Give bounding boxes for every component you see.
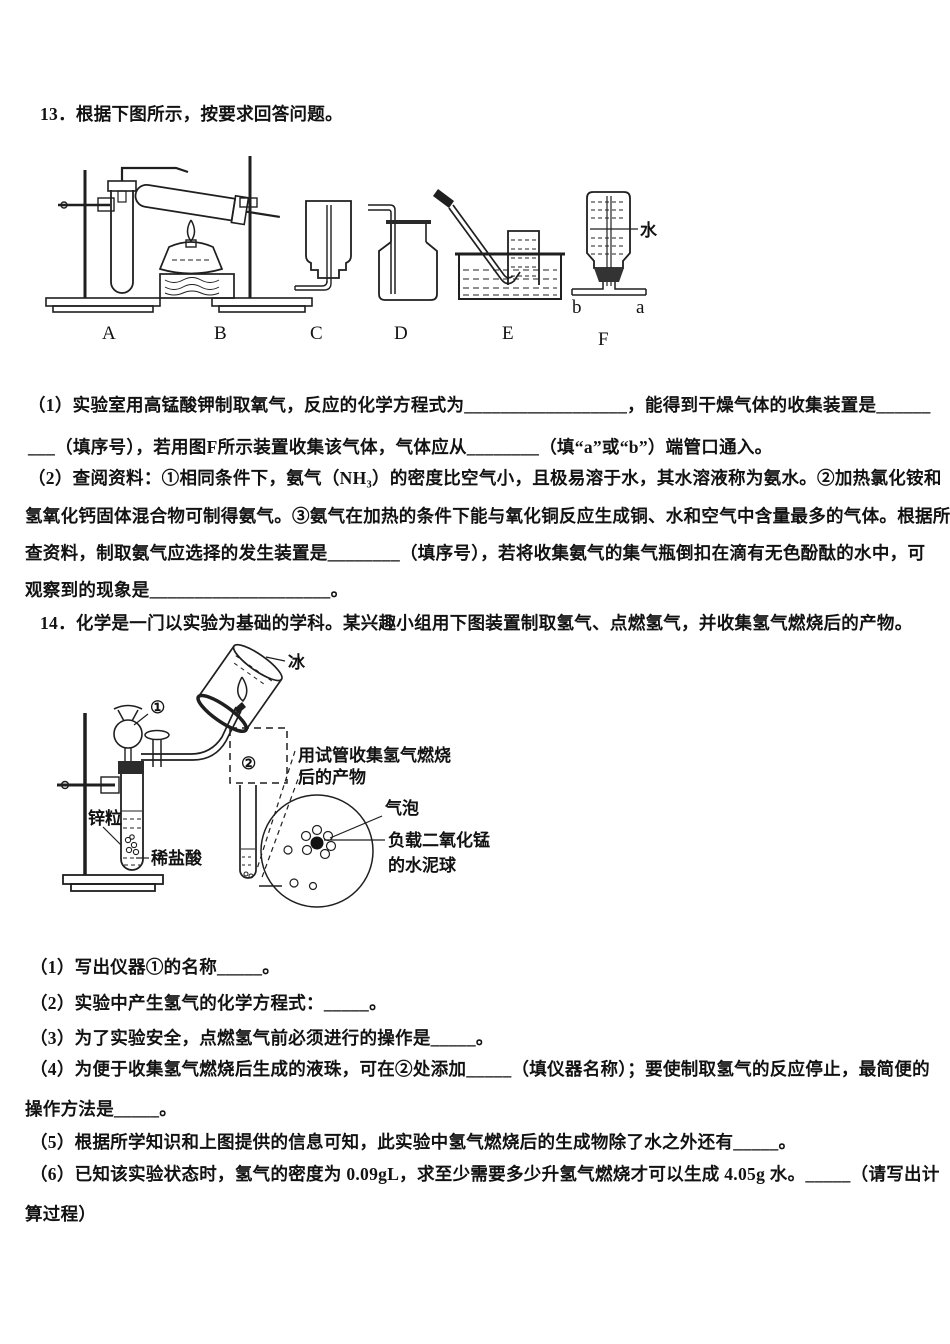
apparatus-a-label: A xyxy=(102,323,117,344)
q14-part6-line2: 算过程） xyxy=(25,1204,97,1224)
q14-part2: （2）实验中产生氢气的化学方程式：_____。 xyxy=(30,993,387,1013)
apparatus-d-label: D xyxy=(394,323,409,344)
apparatus-c-label: C xyxy=(310,323,324,344)
generator-tube-diagram xyxy=(118,761,144,871)
q14-title: 14．化学是一门以实验为基础的学科。某兴趣小组用下图装置制取氢气、点燃氢气，并收… xyxy=(40,613,913,633)
mno2-ball xyxy=(310,836,324,850)
bubbles-label: 气泡 xyxy=(384,798,419,818)
iron-stand-diagram xyxy=(57,713,164,892)
q14-part5: （5）根据所学知识和上图提供的信息可知，此实验中氢气燃烧后的生成物除了水之外还有… xyxy=(30,1132,797,1152)
collect-note-line2: 后的产物 xyxy=(298,767,366,787)
q13-part1-line2: ___（填序号），若用图F所示装置收集该气体，气体应从________（填“a”… xyxy=(28,437,773,457)
apparatus-b-label: B xyxy=(214,323,228,344)
q13-part1-line1: （1）实验室用高锰酸钾制取氧气，反应的化学方程式为_______________… xyxy=(28,395,931,415)
q14-part6-line1: （6）已知该实验状态时，氢气的密度为 0.09gL，求至少需要多少升氢气燃烧才可… xyxy=(30,1164,940,1184)
apparatus-f-diagram: 水 b a F xyxy=(571,191,658,350)
q13-part2-line2: 氢氧化钙固体混合物可制得氨气。③氨气在加热的条件下能与氧化铜反应生成铜、水和空气… xyxy=(25,506,950,526)
ball-label-line2: 的水泥球 xyxy=(388,855,457,875)
ice-label: 冰 xyxy=(288,652,306,672)
separating-funnel-diagram: ① xyxy=(113,698,165,763)
flame-icon xyxy=(237,676,248,703)
apparatus-e-label: E xyxy=(502,323,515,344)
apparatus-e-diagram: E xyxy=(433,189,565,344)
q14-part4-line1: （4）为便于收集氢气燃烧后生成的液珠，可在②处添加_____（填仪器名称）；要使… xyxy=(30,1059,930,1079)
ball-label-line1: 负载二氧化锰 xyxy=(388,830,490,850)
figure-labels: 用试管收集氢气燃烧 后的产物 气泡 负载二氧化锰 的水泥球 锌粒 稀盐酸 xyxy=(88,745,490,875)
burner-tip xyxy=(234,702,246,714)
q13-apparatus-figure: A B xyxy=(45,156,658,350)
collect-note-line1: 用试管收集氢气燃烧 xyxy=(298,745,451,765)
q13-part2-line4: 观察到的现象是____________________。 xyxy=(25,580,349,600)
f-port-b-label: b xyxy=(572,297,583,318)
q13-part2-line3: 查资料，制取氨气应选择的发生装置是________（填序号），若将收集氨气的集气… xyxy=(25,543,926,563)
q13-title: 13．根据下图所示，按要求回答问题。 xyxy=(40,104,343,124)
acid-label: 稀盐酸 xyxy=(151,848,203,868)
delivery-tube-diagram xyxy=(141,676,248,767)
zinc-label: 锌粒 xyxy=(88,808,122,828)
f-water-label: 水 xyxy=(640,220,658,240)
q14-part3: （3）为了实验安全，点燃氢气前必须进行的操作是_____。 xyxy=(30,1028,494,1048)
collection-tube-diagram: ② xyxy=(229,727,302,887)
q13-part2-line1: （2）查阅资料：①相同条件下，氨气（NH₃）的密度比空气小，且极易溶于水，其水溶… xyxy=(28,468,942,488)
q14-part1: （1）写出仪器①的名称_____。 xyxy=(30,957,281,977)
q14-part4-line2: 操作方法是_____。 xyxy=(25,1099,178,1119)
apparatus-f-label: F xyxy=(598,329,610,350)
apparatus-d-diagram: D xyxy=(368,204,438,344)
apparatus-a-diagram: A xyxy=(45,166,189,344)
magnified-view-diagram xyxy=(260,794,374,908)
f-port-a-label: a xyxy=(636,297,645,318)
instrument1-label: ① xyxy=(150,698,165,717)
ice-cup-diagram: 冰 xyxy=(196,643,306,734)
q14-apparatus-figure: ① xyxy=(57,643,490,908)
position2-label: ② xyxy=(241,754,256,773)
apparatus-c-diagram: C xyxy=(294,200,352,344)
apparatus-b-diagram: B xyxy=(134,156,313,344)
